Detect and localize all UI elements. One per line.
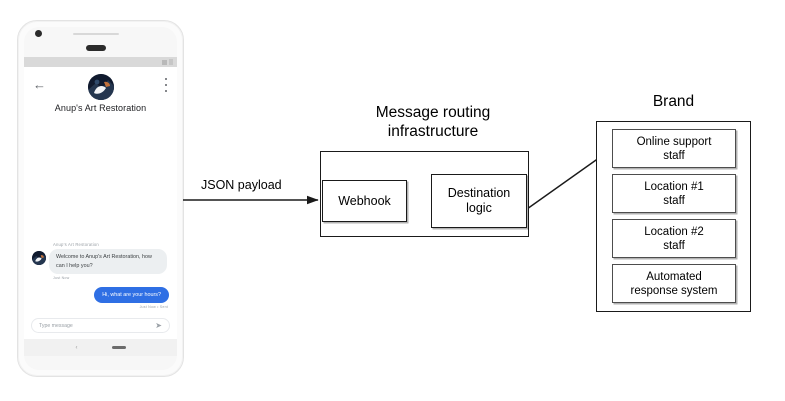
recipient-online-support-staff[interactable]: Online support staff	[612, 129, 736, 168]
earpiece-grille-icon	[73, 33, 119, 35]
chat-title: Anup's Art Restoration	[54, 103, 147, 113]
incoming-timestamp: Just Now	[53, 275, 70, 280]
webhook-node[interactable]: Webhook	[322, 180, 407, 222]
send-paper-plane-icon[interactable]: ➤	[155, 320, 162, 330]
infrastructure-title: Message routing infrastructure	[375, 104, 491, 140]
back-arrow-icon[interactable]: ←	[33, 77, 46, 92]
brand-title: Brand	[652, 93, 695, 110]
nav-back-chevron-icon[interactable]: ‹	[75, 344, 78, 351]
chat-app-bar: ← Anup's Art Restoration	[24, 67, 177, 125]
battery-icon	[169, 59, 173, 65]
outgoing-timestamp: Just Now • Sent	[139, 305, 168, 309]
phone-screen: ← Anup's Art Restoration Anup's Art Rest…	[24, 67, 177, 339]
android-nav-bar: ‹	[24, 339, 177, 356]
chat-thread: Anup's Art Restoration Welcome to Anup's…	[24, 242, 177, 309]
message-sender-name: Anup's Art Restoration	[53, 242, 99, 248]
destination-logic-node[interactable]: Destination logic	[431, 174, 527, 228]
json-payload-label: JSON payload	[201, 178, 282, 192]
recipient-automated-response-system[interactable]: Automated response system	[612, 264, 736, 303]
nav-home-pill-icon[interactable]	[111, 346, 126, 349]
message-input-placeholder[interactable]: Type message	[39, 322, 73, 329]
kebab-menu-icon[interactable]	[164, 78, 167, 92]
brand-avatar-image	[87, 74, 114, 100]
incoming-message: Anup's Art Restoration Welcome to Anup's…	[24, 242, 177, 280]
status-bar	[24, 57, 177, 67]
outgoing-bubble: Hi, what are your hours?	[94, 286, 169, 303]
outgoing-message: Hi, what are your hours?	[24, 286, 177, 303]
recipient-location-1-staff[interactable]: Location #1 staff	[612, 174, 736, 213]
signal-triangle-icon	[162, 60, 167, 65]
status-bar-icons	[162, 59, 173, 65]
incoming-bubble: Welcome to Anup's Art Restoration, how c…	[49, 249, 167, 274]
sensor-icon	[86, 45, 106, 51]
sender-avatar-image	[32, 251, 46, 266]
message-composer[interactable]: Type message ➤	[31, 318, 170, 333]
recipient-location-2-staff[interactable]: Location #2 staff	[612, 219, 736, 258]
phone-mockup: ← Anup's Art Restoration Anup's Art Rest…	[17, 20, 184, 377]
front-camera-icon	[35, 30, 42, 37]
